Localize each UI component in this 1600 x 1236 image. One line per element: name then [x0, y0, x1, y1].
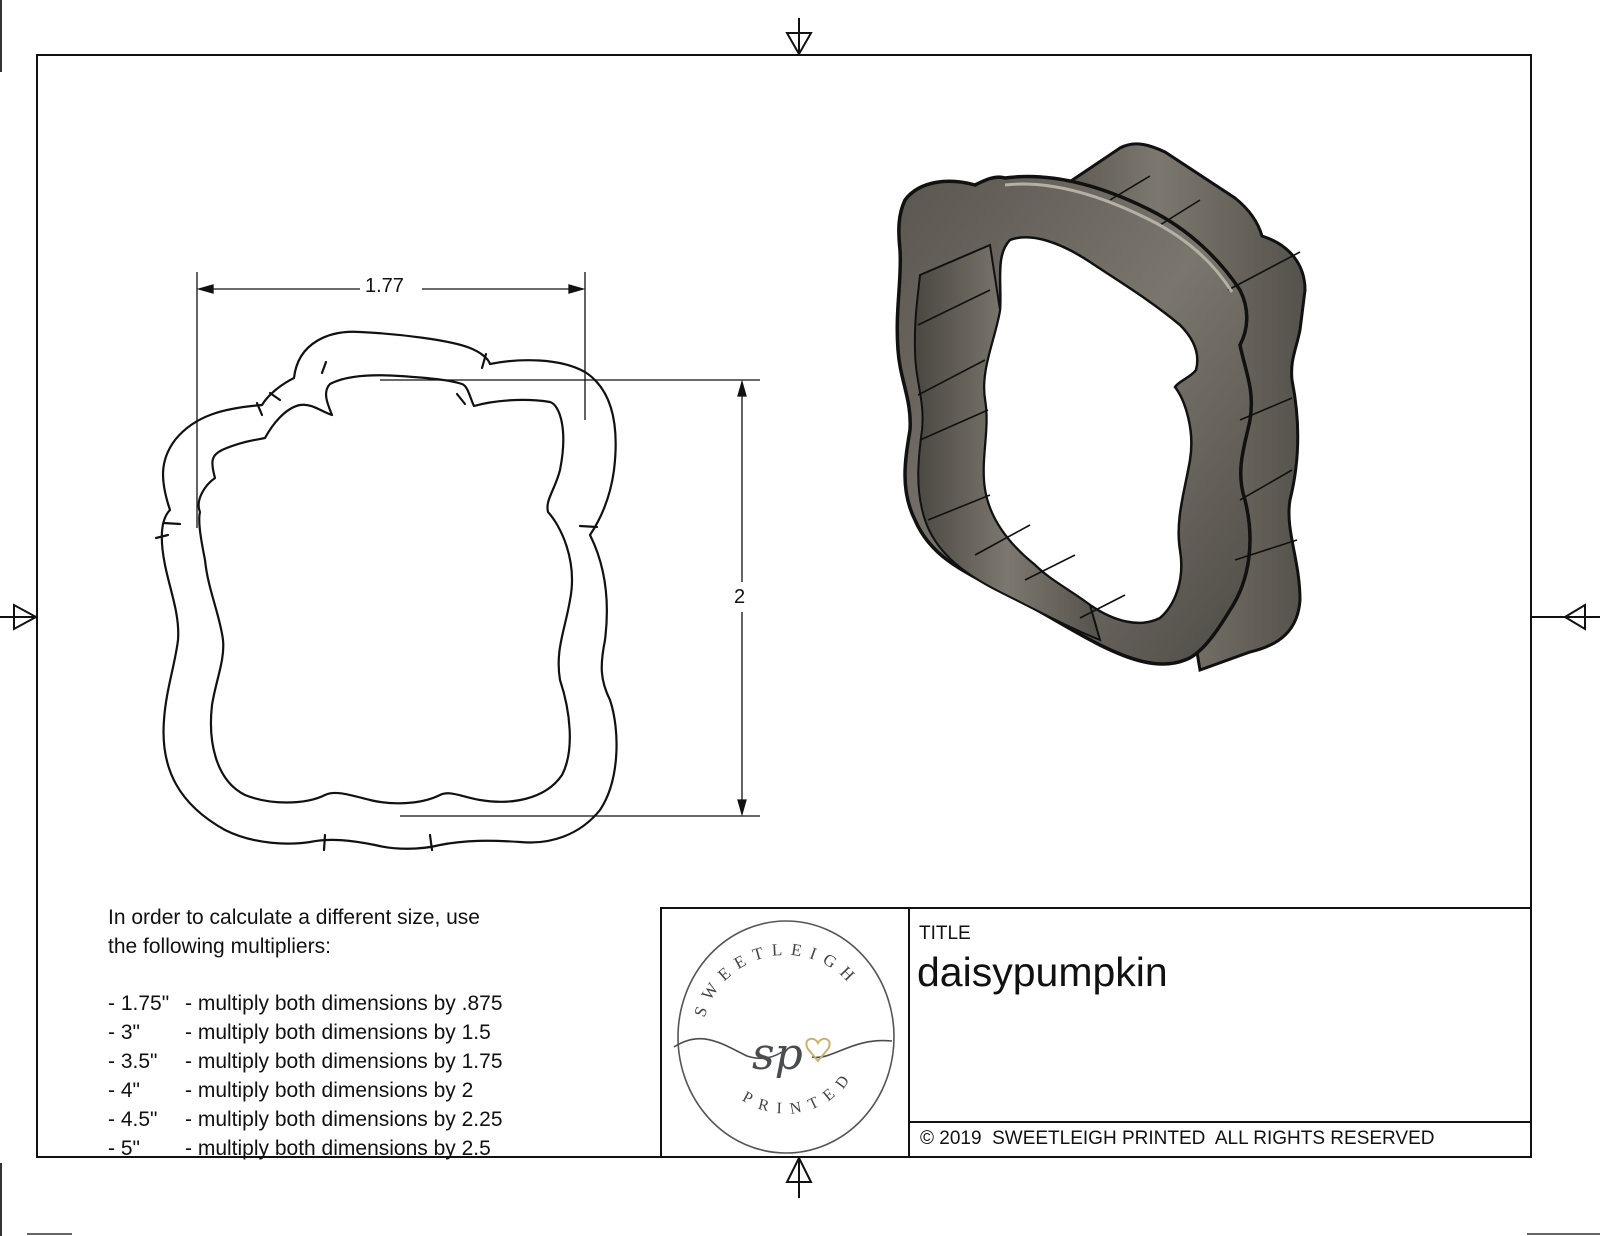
multiplier-row: - 3.5" - multiply both dimensions by 1.7…	[108, 1047, 503, 1076]
svg-text:SWEETLEIGH: SWEETLEIGH	[690, 940, 864, 1020]
multiplier-row: - 4.5" - multiply both dimensions by 2.2…	[108, 1105, 503, 1134]
title-label: TITLE	[919, 923, 971, 944]
multiplier-size: - 5"	[108, 1137, 140, 1160]
bottom-center-marker	[785, 1155, 813, 1198]
multiplier-row: - 3" - multiply both dimensions by 1.5	[108, 1018, 503, 1047]
brand-logo: SWEETLEIGH PRINTED sp	[673, 920, 895, 1154]
logo-cell: SWEETLEIGH PRINTED sp	[662, 909, 910, 1158]
heart-icon	[805, 1037, 831, 1063]
notes-intro-line-2: the following multipliers:	[108, 935, 331, 958]
logo-top-text: SWEETLEIGH	[690, 940, 856, 1020]
resize-notes: In order to calculate a different size, …	[108, 903, 503, 1163]
multiplier-text: - multiply both dimensions by 1.75	[185, 1050, 503, 1073]
drawing-sheet-border	[36, 54, 1532, 1158]
multiplier-size: - 3"	[108, 1021, 140, 1044]
multiplier-text: - multiply both dimensions by 2	[185, 1079, 474, 1102]
title-cell: TITLE daisypumpkin	[910, 909, 1532, 1123]
copyright-notice: © 2019 SWEETLEIGH PRINTED ALL RIGHTS RES…	[920, 1128, 1435, 1149]
title-block: SWEETLEIGH PRINTED sp TITLE daisypumpkin…	[660, 907, 1532, 1158]
notes-intro-line-1: In order to calculate a different size, …	[108, 906, 480, 929]
logo-monogram: sp	[752, 1029, 803, 1080]
width-dimension-label: 1.77	[365, 275, 404, 297]
multiplier-text: - multiply both dimensions by 2.25	[185, 1108, 503, 1131]
multiplier-size: - 4.5"	[108, 1108, 158, 1131]
multiplier-text: - multiply both dimensions by 2.5	[185, 1137, 491, 1160]
multiplier-size: - 1.75"	[108, 992, 170, 1015]
multiplier-size: - 4"	[108, 1079, 140, 1102]
multiplier-row: - 5" - multiply both dimensions by 2.5	[108, 1134, 503, 1163]
multiplier-row: - 4" - multiply both dimensions by 2	[108, 1076, 503, 1105]
multiplier-size: - 3.5"	[108, 1050, 158, 1073]
multiplier-text: - multiply both dimensions by 1.5	[185, 1021, 491, 1044]
outer-outline	[160, 330, 618, 850]
title-value: daisypumpkin	[917, 949, 1168, 995]
top-center-marker	[785, 18, 813, 57]
inner-outline	[197, 374, 574, 805]
multiplier-row: - 1.75" - multiply both dimensions by .8…	[108, 989, 503, 1018]
multiplier-text: - multiply both dimensions by .875	[185, 992, 503, 1015]
height-dimension-label: 2	[734, 586, 746, 608]
left-center-marker	[0, 603, 39, 631]
right-center-marker	[1532, 603, 1600, 631]
